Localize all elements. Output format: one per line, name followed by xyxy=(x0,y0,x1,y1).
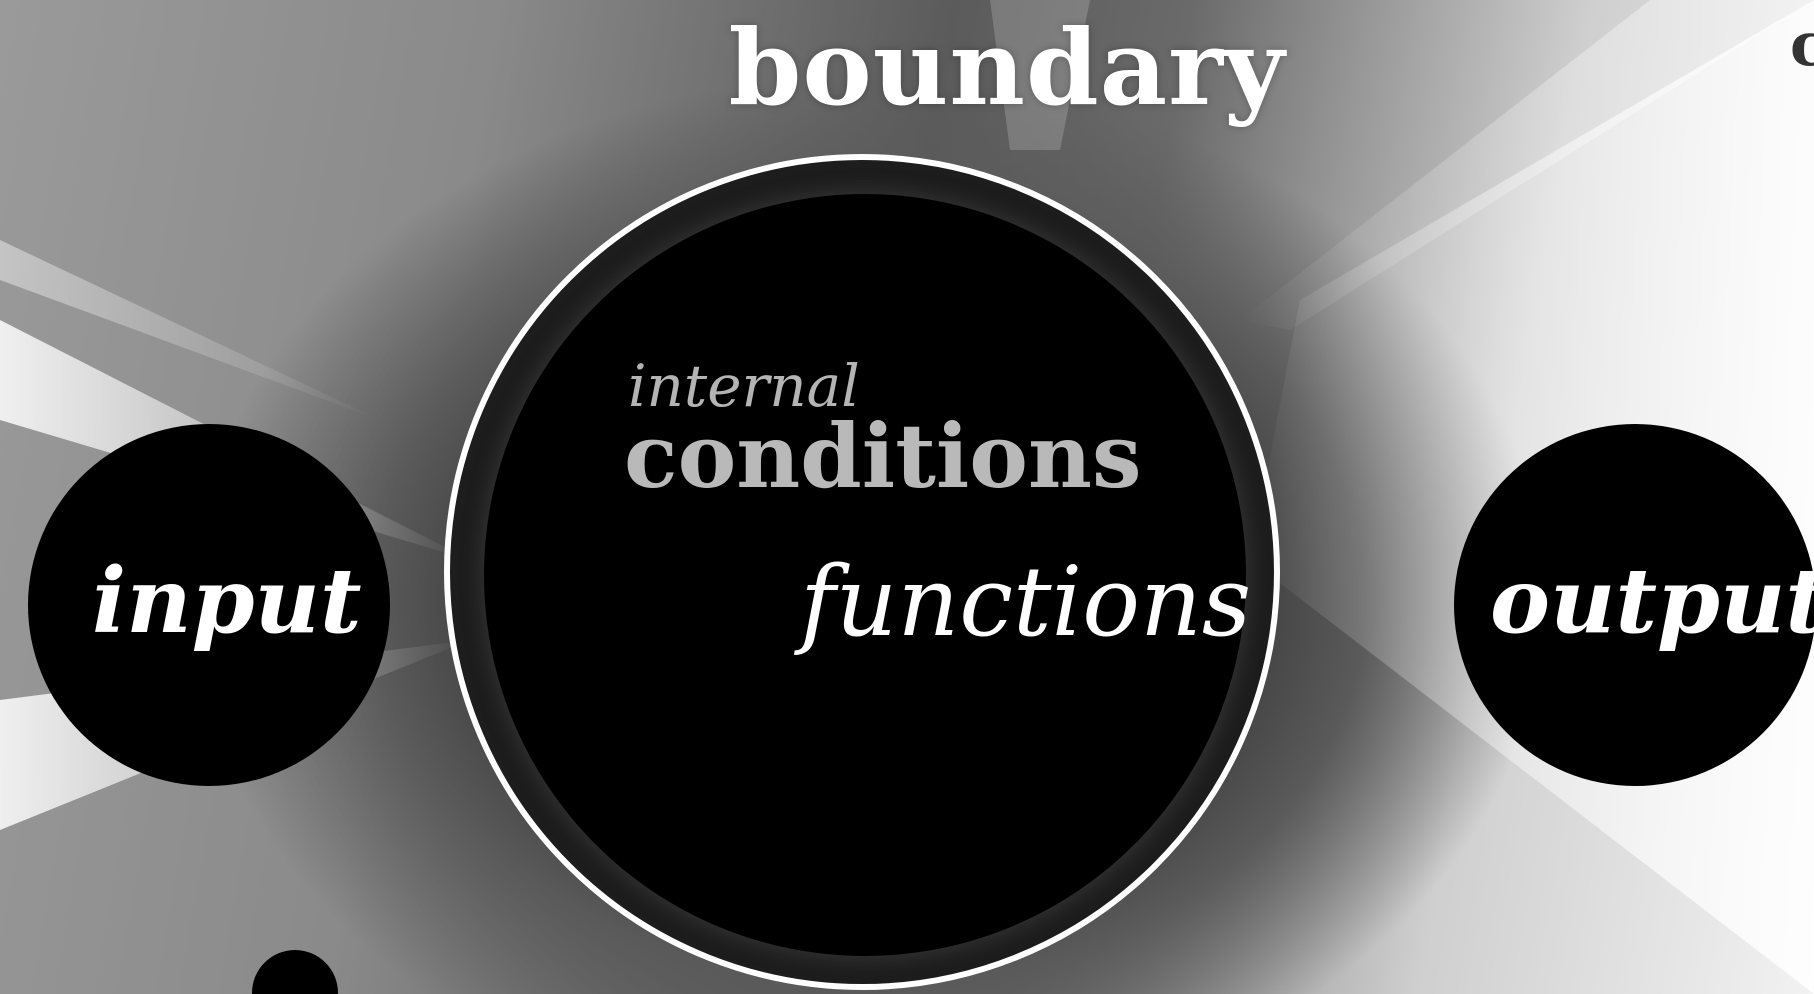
streak-left-top xyxy=(0,240,380,420)
system-core-circle xyxy=(484,194,1246,956)
functions-label: functions xyxy=(800,546,1252,658)
output-label: output xyxy=(1490,548,1814,654)
edge-text-fragment: c xyxy=(1790,10,1814,80)
boundary-title: boundary xyxy=(728,6,1286,129)
output-node xyxy=(1454,424,1814,786)
streak-top-center xyxy=(990,0,1090,150)
streak-right-band xyxy=(1240,0,1814,330)
input-node xyxy=(28,424,390,786)
conditions-label: conditions xyxy=(624,404,1142,508)
input-label: input xyxy=(92,548,362,654)
internal-label: internal xyxy=(628,352,860,420)
